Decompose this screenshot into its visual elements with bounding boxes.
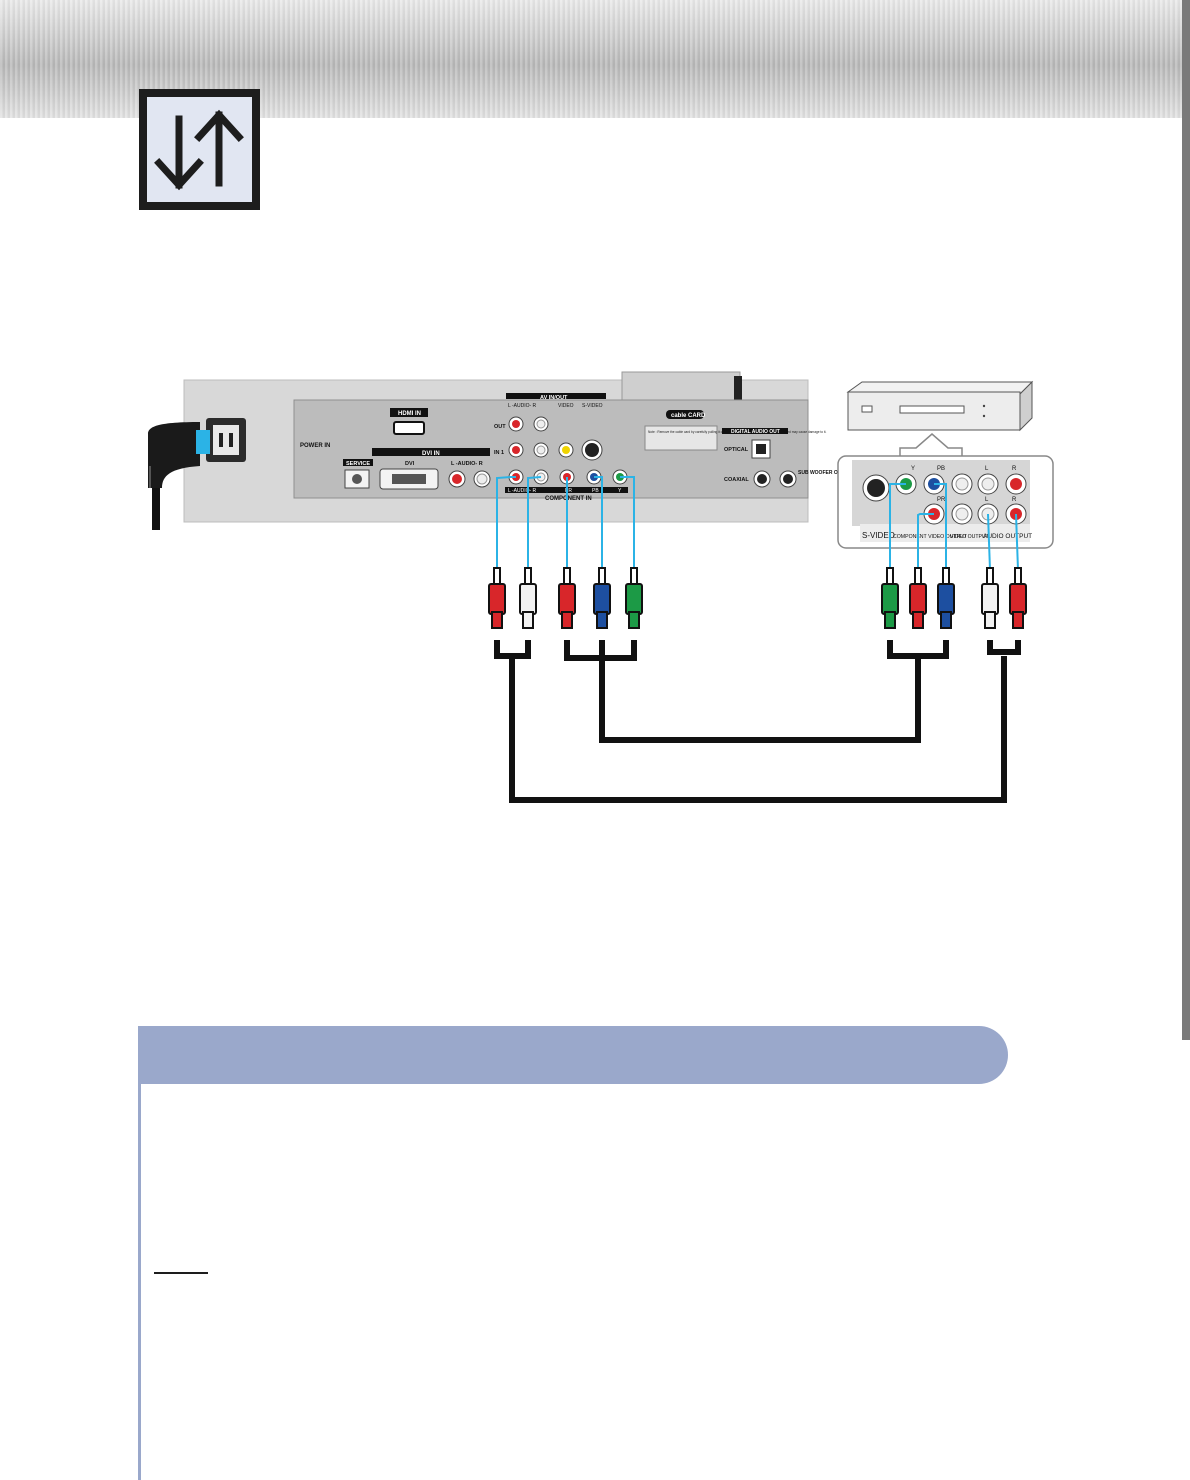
device-audio-output-label: AUDIO OUTPUT [983, 533, 1032, 540]
comp-pb-label: PB [592, 488, 599, 494]
av-audio-label: L -AUDIO- R [508, 403, 537, 409]
connection-diagram: POWER IN HDMI IN DVI IN SERVICE DVI L -A… [148, 371, 1054, 803]
device-video-output-label: VIDEO OUTPUT [950, 534, 990, 540]
note-header-bar [138, 1026, 1008, 1084]
av-svideo-label: S-VIDEO [582, 403, 603, 409]
power-in-label: POWER IN [300, 443, 330, 449]
tv-side-plugs [488, 567, 643, 629]
dvi-in-label: DVI IN [422, 451, 440, 457]
device-l-label: L [985, 497, 989, 503]
hdmi-in-label: HDMI IN [398, 411, 421, 417]
device-r-top-label: R [1012, 466, 1017, 472]
device-pb-label: PB [937, 466, 945, 472]
device-side-plugs [881, 567, 1027, 629]
comp-audio-label: L -AUDIO- R [508, 488, 537, 494]
dvd-player [846, 380, 1034, 456]
optical-label: OPTICAL [724, 447, 749, 453]
av-video-label: VIDEO [558, 403, 574, 409]
av-in-out-label: AV IN/OUT [540, 395, 568, 401]
device-pr-label: PR [937, 497, 946, 503]
component-in-label: COMPONENT IN [545, 496, 592, 502]
comp-y-label: Y [618, 488, 622, 494]
page-edge-rule [1182, 0, 1190, 1040]
subwoofer-label: SUB WOOFER OUT [798, 470, 844, 476]
out-label: OUT [494, 424, 506, 430]
coaxial-label: COAXIAL [724, 477, 749, 483]
power-cord [148, 422, 210, 530]
up-down-arrows-icon [139, 89, 260, 210]
note-side-rule [138, 1084, 141, 1480]
device-y-label: Y [911, 466, 915, 472]
cablecard-label: cable CARD [671, 413, 706, 419]
dvi-audio-label: L -AUDIO- R [451, 461, 483, 467]
digital-audio-out-label: DIGITAL AUDIO OUT [731, 429, 780, 435]
device-r-label: R [1012, 497, 1017, 503]
comp-pr-label: PR [565, 488, 572, 494]
service-label: SERVICE [346, 461, 370, 467]
in1-label: IN 1 [494, 450, 504, 456]
device-l-top-label: L [985, 466, 989, 472]
device-svideo-label: S-VIDEO [862, 531, 895, 540]
dvi-label: DVI [405, 461, 415, 467]
device-component-label: COMPONENT VIDEO OUTPUT [893, 534, 968, 540]
note-underline [154, 1272, 208, 1274]
